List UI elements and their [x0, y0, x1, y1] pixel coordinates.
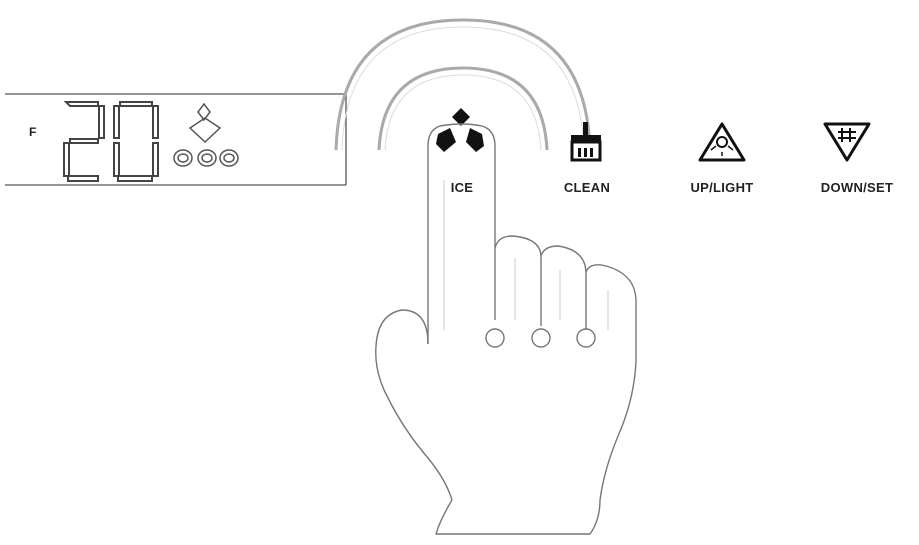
digit-0: [114, 102, 158, 181]
down-set-button-label[interactable]: DOWN/SET: [821, 180, 893, 195]
temperature-unit-label: F: [29, 125, 36, 139]
digit-2: [64, 102, 104, 181]
press-wave-arcs: [336, 20, 590, 150]
inner-arc: [379, 68, 547, 150]
ice-button-label[interactable]: ICE: [451, 180, 474, 195]
ice-large-indicator-icon: [220, 150, 238, 166]
set-triangle-down-icon: [825, 124, 869, 160]
ice-cubes-icon: [436, 108, 484, 152]
display-panel: [5, 94, 346, 185]
outer-arc: [336, 20, 590, 150]
clean-button-label[interactable]: CLEAN: [564, 180, 610, 195]
temperature-value: 20: [0, 0, 1, 1]
light-triangle-icon: [700, 124, 744, 160]
ice-small-indicator-icon: [174, 150, 192, 166]
ice-drop-indicator-icon: [198, 104, 210, 120]
display-ice-indicators: [174, 104, 238, 166]
brush-icon: [571, 122, 601, 160]
up-light-button-label[interactable]: UP/LIGHT: [690, 180, 753, 195]
ice-medium-indicator-icon: [198, 150, 216, 166]
temperature-digits: [64, 102, 158, 181]
